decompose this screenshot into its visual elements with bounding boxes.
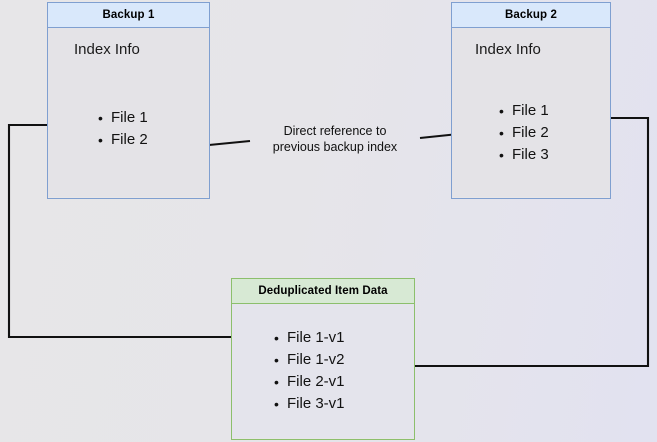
node-deduplicated-item-data-title: Deduplicated Item Data <box>232 279 414 304</box>
list-item: File 1-v2 <box>274 349 344 371</box>
list-item: File 3-v1 <box>274 393 344 415</box>
node-backup-2-index-info-label: Index Info <box>475 41 541 58</box>
list-item: File 3 <box>499 144 549 166</box>
list-item: File 1-v1 <box>274 327 344 349</box>
node-backup-1-file-list: File 1 File 2 <box>96 107 148 151</box>
node-deduplicated-item-data-file-list: File 1-v1 File 1-v2 File 2-v1 File 3-v1 <box>272 327 344 415</box>
node-backup-1[interactable]: Backup 1 Index Info File 1 File 2 <box>47 2 210 199</box>
node-deduplicated-item-data[interactable]: Deduplicated Item Data File 1-v1 File 1-… <box>231 278 415 440</box>
node-backup-1-index-info-label: Index Info <box>74 41 140 58</box>
edge-label-direct-reference: Direct reference to previous backup inde… <box>272 124 398 154</box>
list-item: File 1 <box>499 100 549 122</box>
list-item: File 1 <box>98 107 148 129</box>
list-item: File 2-v1 <box>274 371 344 393</box>
node-backup-1-body: Index Info File 1 File 2 <box>48 28 209 197</box>
node-backup-2-body: Index Info File 1 File 2 File 3 <box>452 28 610 197</box>
node-backup-2-title: Backup 2 <box>452 3 610 28</box>
node-backup-1-title: Backup 1 <box>48 3 209 28</box>
list-item: File 2 <box>499 122 549 144</box>
node-deduplicated-item-data-body: File 1-v1 File 1-v2 File 2-v1 File 3-v1 <box>232 304 414 438</box>
list-item: File 2 <box>98 129 148 151</box>
node-backup-2[interactable]: Backup 2 Index Info File 1 File 2 File 3 <box>451 2 611 199</box>
node-backup-2-file-list: File 1 File 2 File 3 <box>497 100 549 166</box>
